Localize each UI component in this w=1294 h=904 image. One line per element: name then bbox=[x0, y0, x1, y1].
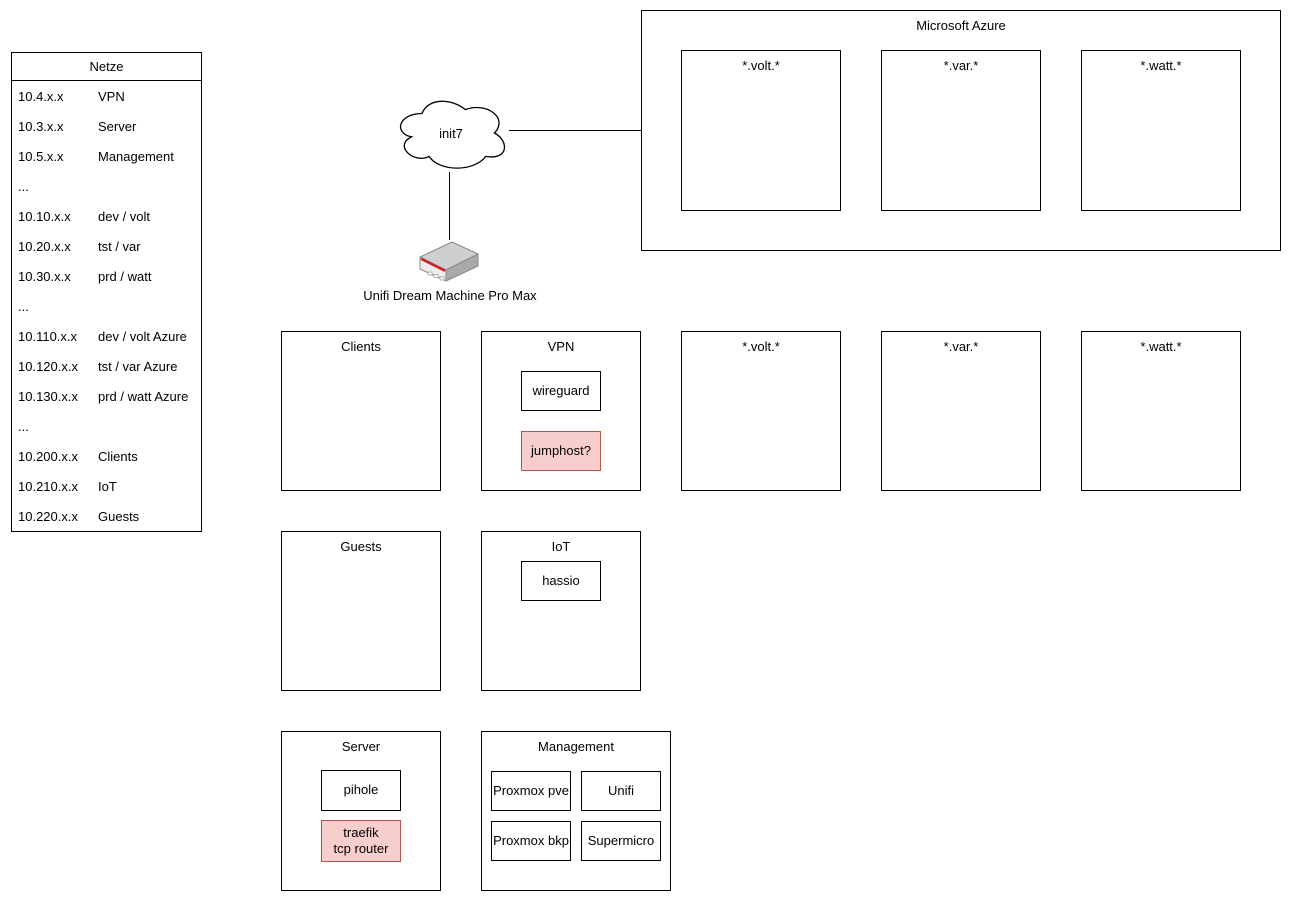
zone-iot[interactable]: IoT bbox=[481, 531, 641, 691]
internet-cloud[interactable]: init7 bbox=[393, 94, 509, 172]
zone-management[interactable]: Management bbox=[481, 731, 671, 891]
netze-ip: ... bbox=[18, 418, 29, 434]
netze-ip: 10.3.x.x bbox=[18, 118, 64, 134]
netze-name: Server bbox=[98, 118, 137, 134]
netze-name: Clients bbox=[98, 448, 138, 464]
node-wireguard[interactable]: wireguard bbox=[521, 371, 601, 411]
zone-guests-label: Guests bbox=[340, 539, 382, 554]
connector-cloud-to-router bbox=[449, 172, 450, 240]
node-proxmox-pve[interactable]: Proxmox pve bbox=[491, 771, 571, 811]
netze-row: 10.200.x.x Clients bbox=[12, 441, 201, 471]
netze-name: dev / volt Azure bbox=[98, 328, 187, 344]
zone-volt[interactable]: *.volt.* bbox=[681, 331, 841, 491]
node-proxmox-bkp[interactable]: Proxmox bkp bbox=[491, 821, 571, 861]
netze-row: ... bbox=[12, 171, 201, 201]
router-icon bbox=[418, 241, 480, 285]
zone-watt-label: *.watt.* bbox=[1140, 339, 1182, 354]
zone-clients[interactable]: Clients bbox=[281, 331, 441, 491]
zone-var[interactable]: *.var.* bbox=[881, 331, 1041, 491]
netze-name: IoT bbox=[98, 478, 117, 494]
node-supermicro[interactable]: Supermicro bbox=[581, 821, 661, 861]
netze-name: VPN bbox=[98, 88, 125, 104]
netze-row: ... bbox=[12, 411, 201, 441]
zone-management-label: Management bbox=[538, 739, 614, 754]
netze-row: 10.210.x.x IoT bbox=[12, 471, 201, 501]
netze-row: ... bbox=[12, 291, 201, 321]
netze-table[interactable]: Netze 10.4.x.x VPN 10.3.x.x Server 10.5.x.… bbox=[11, 52, 202, 532]
azure-env-var-label: *.var.* bbox=[943, 58, 979, 73]
netze-name: dev / volt bbox=[98, 208, 151, 224]
netze-name: Management bbox=[98, 148, 174, 164]
netze-row: 10.4.x.x VPN bbox=[12, 81, 201, 111]
netze-ip: ... bbox=[18, 298, 29, 314]
netze-table-body: 10.4.x.x VPN 10.3.x.x Server 10.5.x.x Manag… bbox=[12, 81, 201, 531]
zone-vpn-label: VPN bbox=[547, 339, 575, 354]
netze-ip: 10.20.x.x bbox=[18, 238, 71, 254]
netze-name: prd / watt Azure bbox=[98, 388, 189, 404]
zone-volt-label: *.volt.* bbox=[742, 339, 780, 354]
azure-env-watt[interactable]: *.watt.* bbox=[1081, 50, 1241, 211]
zone-guests[interactable]: Guests bbox=[281, 531, 441, 691]
node-hassio[interactable]: hassio bbox=[521, 561, 601, 601]
azure-env-volt-label: *.volt.* bbox=[742, 58, 780, 73]
zone-server[interactable]: Server bbox=[281, 731, 441, 891]
netze-ip: 10.120.x.x bbox=[18, 358, 78, 374]
netze-ip: 10.5.x.x bbox=[18, 148, 64, 164]
azure-title: Microsoft Azure bbox=[916, 18, 1006, 33]
netze-ip: 10.220.x.x bbox=[18, 508, 78, 524]
azure-env-watt-label: *.watt.* bbox=[1140, 58, 1182, 73]
netze-name: tst / var bbox=[98, 238, 141, 254]
netze-row: 10.130.x.x prd / watt Azure bbox=[12, 381, 201, 411]
netze-row: 10.110.x.x dev / volt Azure bbox=[12, 321, 201, 351]
node-unifi[interactable]: Unifi bbox=[581, 771, 661, 811]
netze-row: 10.220.x.x Guests bbox=[12, 501, 201, 531]
azure-env-volt[interactable]: *.volt.* bbox=[681, 50, 841, 211]
netze-row: 10.3.x.x Server bbox=[12, 111, 201, 141]
azure-env-var[interactable]: *.var.* bbox=[881, 50, 1041, 211]
node-traefik-tcp-router[interactable]: traefik tcp router bbox=[321, 820, 401, 862]
cloud-icon bbox=[393, 94, 509, 172]
netze-ip: 10.200.x.x bbox=[18, 448, 78, 464]
node-jumphost[interactable]: jumphost? bbox=[521, 431, 601, 471]
connector-cloud-to-azure bbox=[509, 130, 641, 131]
netze-ip: 10.210.x.x bbox=[18, 478, 78, 494]
zone-var-label: *.var.* bbox=[943, 339, 979, 354]
netze-ip: 10.30.x.x bbox=[18, 268, 71, 284]
zone-server-label: Server bbox=[341, 739, 381, 754]
netze-ip: 10.4.x.x bbox=[18, 88, 64, 104]
netze-ip: 10.10.x.x bbox=[18, 208, 71, 224]
netze-row: 10.5.x.x Management bbox=[12, 141, 201, 171]
router-node[interactable] bbox=[418, 240, 480, 282]
zone-clients-label: Clients bbox=[341, 339, 381, 354]
netze-table-title: Netze bbox=[12, 53, 201, 81]
netze-row: 10.30.x.x prd / watt bbox=[12, 261, 201, 291]
netze-row: 10.20.x.x tst / var bbox=[12, 231, 201, 261]
netze-ip: ... bbox=[18, 178, 29, 194]
cloud-label: init7 bbox=[439, 125, 463, 141]
netze-ip: 10.110.x.x bbox=[18, 328, 78, 344]
router-label: Unifi Dream Machine Pro Max bbox=[363, 288, 537, 303]
netze-name: tst / var Azure bbox=[98, 358, 178, 374]
zone-iot-label: IoT bbox=[551, 539, 571, 554]
node-pihole[interactable]: pihole bbox=[321, 770, 401, 811]
netze-name: prd / watt bbox=[98, 268, 152, 284]
netze-name: Guests bbox=[98, 508, 140, 524]
netze-row: 10.10.x.x dev / volt bbox=[12, 201, 201, 231]
netze-ip: 10.130.x.x bbox=[18, 388, 78, 404]
zone-watt[interactable]: *.watt.* bbox=[1081, 331, 1241, 491]
netze-row: 10.120.x.x tst / var Azure bbox=[12, 351, 201, 381]
